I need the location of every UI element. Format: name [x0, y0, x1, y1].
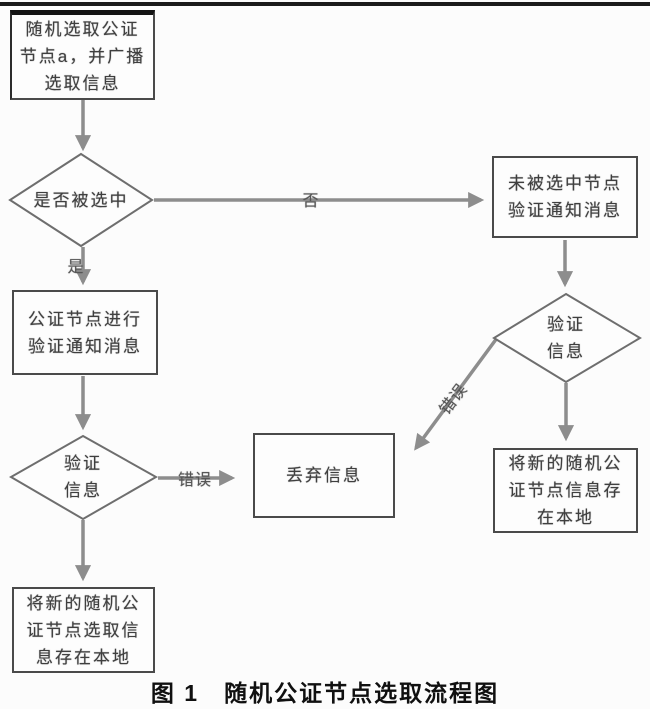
arrow-error-right-diagonal — [414, 336, 499, 451]
node-store-right-process: 将新的随机公 证节点信息存 在本地 — [493, 448, 638, 533]
edge-label-no: 否 — [302, 193, 320, 210]
edge-label-error-left: 错误 — [177, 472, 212, 489]
node-discard-process: 丢弃信息 — [253, 433, 395, 518]
decision-shape-is-selected — [8, 152, 154, 248]
node-notary-verify-process: 公证节点进行 验证通知消息 — [12, 290, 158, 375]
node-store-left-process: 将新的随机公 证节点选取信 息存在本地 — [12, 587, 155, 673]
node-decision-verify-right: 验证 信息 — [547, 315, 585, 361]
decision-shape-verify-right — [492, 292, 642, 384]
figure-caption: 图 1 随机公证节点选取流程图 — [150, 680, 500, 706]
node-decision-is-selected: 是否被选中 — [33, 190, 129, 210]
node-unselected-verify-process: 未被选中节点 验证通知消息 — [492, 156, 638, 238]
node-decision-verify-left: 验证 信息 — [64, 454, 102, 500]
scan-artifact-top-bar — [0, 2, 650, 6]
decision-shape-verify-left — [8, 434, 159, 521]
node-start-process: 随机选取公证 节点a，并广播 选取信息 — [10, 10, 155, 100]
edge-label-yes: 是 — [67, 259, 85, 276]
